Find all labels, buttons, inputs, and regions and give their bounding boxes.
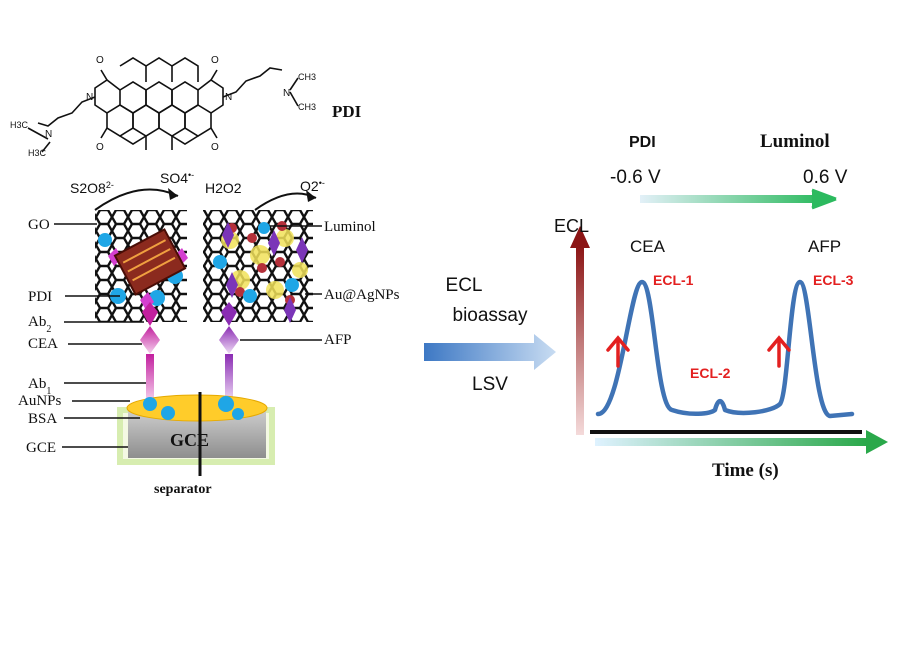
- o-atom: O: [96, 55, 104, 66]
- process-top-label: ECL: [446, 275, 483, 296]
- ab1-label: Ab1: [28, 376, 51, 397]
- reaction-arrow-right: [254, 192, 317, 211]
- o-atom: O: [211, 55, 219, 66]
- reaction-arrow-left: [94, 188, 179, 211]
- gce-electrode: [117, 394, 275, 465]
- n-atom: N: [283, 88, 290, 99]
- afp-antigen: [219, 326, 239, 354]
- h3c-group: H3C: [10, 120, 29, 130]
- potential-name-2: Luminol: [760, 131, 830, 152]
- ecl-curve-line: [595, 279, 855, 419]
- pdi-label: PDI: [28, 289, 52, 305]
- superoxide-label: O2•-: [300, 178, 325, 194]
- afp-label: AFP: [324, 332, 352, 348]
- process-middle-label: bioassay: [453, 305, 528, 326]
- ab2-purple: [221, 302, 237, 326]
- ab1-purple: [225, 354, 233, 402]
- separator-label: separator: [154, 482, 212, 497]
- persulfate-label: S2O82-: [70, 180, 114, 196]
- peak-label: ECL-2: [690, 365, 731, 381]
- auag-label: Au@AgNPs: [324, 287, 400, 303]
- pdi-molecule-label: PDI: [332, 102, 362, 121]
- bsa-particles: [143, 396, 244, 420]
- gce-body-label: GCE: [170, 430, 209, 450]
- go-label: GO: [28, 217, 50, 233]
- ch3-group: CH3: [298, 72, 316, 82]
- pdi-crystal: [113, 228, 187, 296]
- n-atom: N: [225, 92, 232, 103]
- cea-label: CEA: [28, 336, 58, 352]
- bsa-label: BSA: [28, 411, 57, 427]
- aunps-label: AuNPs: [18, 393, 62, 409]
- peak-label: ECL-1: [653, 272, 694, 288]
- potential-value-1: -0.6 V: [610, 167, 661, 188]
- ab1-pink: [146, 354, 154, 402]
- y-axis-label: ECL: [554, 216, 589, 236]
- sulfate-radical-label: SO4•-: [160, 170, 194, 186]
- x-axis-label: Time (s): [712, 460, 779, 481]
- ch3-group: CH3: [298, 102, 316, 112]
- o-atom: O: [211, 142, 219, 153]
- n-atom: N: [45, 129, 52, 140]
- potential-value-2: 0.6 V: [803, 167, 848, 188]
- potential-name-1: PDI: [629, 134, 656, 151]
- cea-antigen: [140, 326, 160, 354]
- h2o2-label: H2O2: [205, 180, 242, 196]
- gce-label: GCE: [26, 440, 56, 456]
- potential-sweep-arrow: [640, 188, 837, 210]
- increase-arrow-icon: [606, 335, 630, 368]
- process-arrow: [424, 334, 556, 370]
- peak-analyte-label: CEA: [630, 237, 666, 256]
- perylene-core: [37, 57, 283, 150]
- luminol-label: Luminol: [324, 219, 376, 235]
- x-axis: [590, 430, 888, 454]
- ab2-label: Ab2: [28, 314, 51, 335]
- peak-analyte-label: AFP: [808, 237, 841, 256]
- leader-lines: [54, 223, 322, 448]
- h3c-group: H3C: [28, 148, 47, 158]
- o-atom: O: [96, 142, 104, 153]
- peak-label: ECL-3: [813, 272, 854, 288]
- afp-antibody-cluster: [222, 222, 308, 323]
- process-bottom-label: LSV: [472, 374, 508, 395]
- ab2-pink: [142, 302, 158, 326]
- n-atom: N: [86, 92, 93, 103]
- auag-nanoparticles: [221, 229, 308, 299]
- pdi-molecule: O O O O N N N N CH3 CH3 H3C H3C: [10, 55, 316, 158]
- increase-arrow-icon: [767, 335, 791, 368]
- y-axis: [570, 226, 590, 435]
